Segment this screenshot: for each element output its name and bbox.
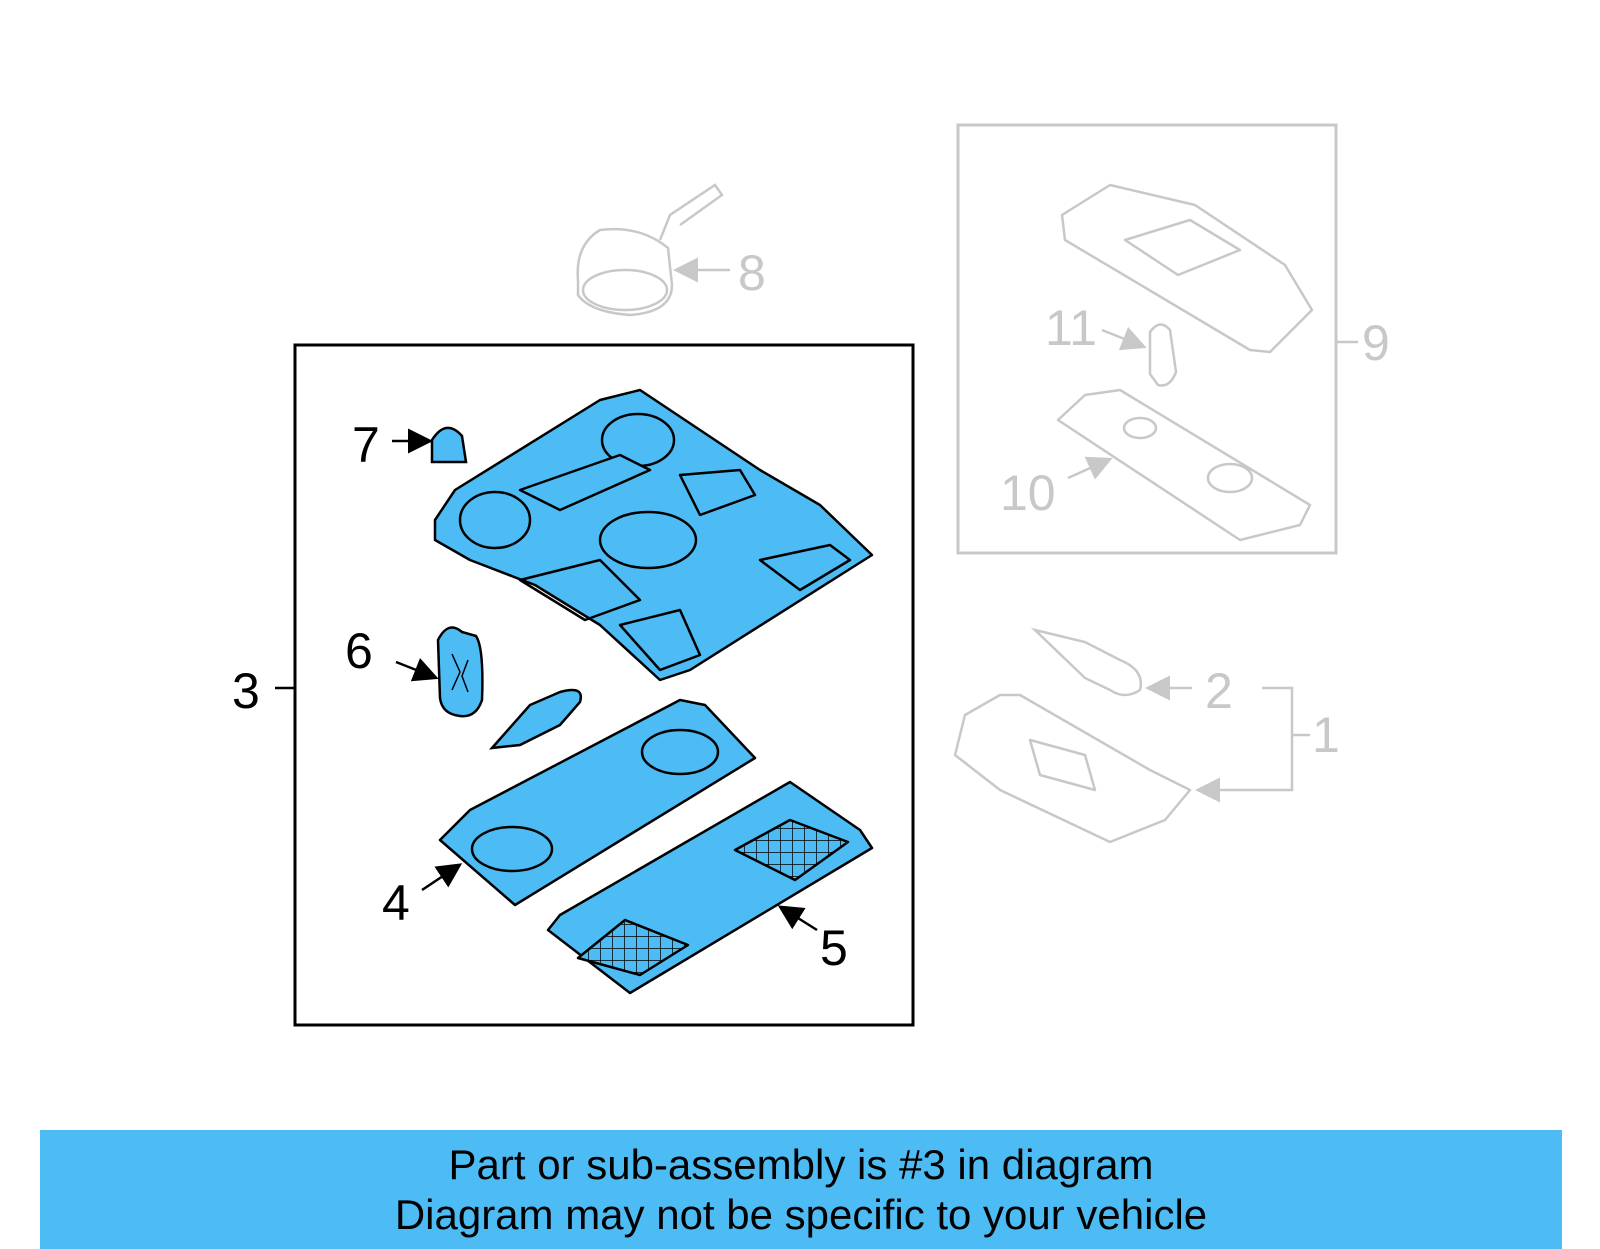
overhead-console-housing (433, 388, 874, 682)
lamp-housing-1 (953, 693, 1192, 844)
bulb-2 (1030, 627, 1143, 697)
callout-10: 10 (1000, 465, 1056, 521)
callout-1: 1 (1312, 707, 1340, 763)
bulb-11 (1148, 323, 1178, 387)
callout-6: 6 (345, 623, 373, 679)
leader-6 (395, 658, 439, 682)
callout-9: 9 (1362, 315, 1390, 371)
leader-4 (421, 863, 463, 892)
festoon-bulb (488, 688, 583, 750)
lens-panel-4 (438, 698, 757, 907)
callout-11: 11 (1045, 300, 1097, 356)
bracket-1 (1195, 686, 1294, 803)
callout-2: 2 (1205, 663, 1233, 719)
callout-8: 8 (738, 245, 766, 301)
callout-7: 7 (352, 417, 380, 473)
assembly-9-frame (956, 123, 1338, 555)
trim-cover-5 (546, 780, 874, 995)
info-banner: Part or sub-assembly is #3 in diagram Di… (40, 1130, 1562, 1249)
banner-line-2: Diagram may not be specific to your vehi… (394, 1191, 1208, 1238)
callout-5: 5 (820, 920, 848, 976)
callout-3: 3 (232, 663, 260, 719)
callout-4: 4 (382, 875, 410, 931)
leader-10 (1067, 456, 1113, 480)
leader-11 (1101, 326, 1147, 351)
lens-10 (1056, 388, 1312, 542)
socket-8 (576, 183, 724, 317)
banner-line-1: Part or sub-assembly is #3 in diagram (448, 1141, 1154, 1188)
console-9-housing (1060, 183, 1314, 354)
leader-5 (777, 905, 818, 932)
wedge-bulb-6 (436, 626, 484, 718)
